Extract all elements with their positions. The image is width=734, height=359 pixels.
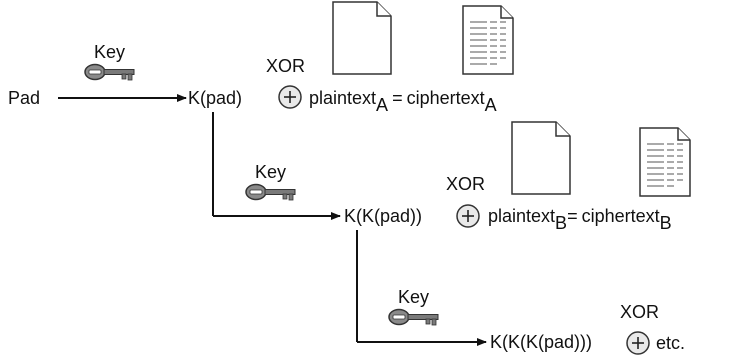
- xor-label-2: XOR: [446, 174, 485, 194]
- key-icon: [84, 63, 135, 81]
- pad-label: Pad: [8, 88, 40, 108]
- text-document-icon: [462, 5, 514, 75]
- text-document-icon: [639, 127, 691, 197]
- xor-label-1: XOR: [266, 56, 305, 76]
- kk-pad-label: K(K(pad)): [344, 206, 422, 226]
- circled-plus-icon: [626, 331, 650, 355]
- etc-label: etc.: [656, 333, 685, 353]
- key-label-1: Key: [94, 42, 125, 62]
- xor-label-3: XOR: [620, 302, 659, 322]
- plaintext-b: plaintextB=ciphertextB: [488, 206, 672, 233]
- key-label-3: Key: [398, 287, 429, 307]
- circled-plus-icon: [278, 85, 302, 109]
- blank-document-icon: [332, 1, 392, 75]
- key-icon: [245, 183, 296, 201]
- kkk-pad-label: K(K(K(pad))): [490, 332, 592, 352]
- key-label-2: Key: [255, 162, 286, 182]
- circled-plus-icon: [456, 204, 480, 228]
- plaintext-a: plaintextA=ciphertextA: [309, 88, 497, 115]
- blank-document-icon: [511, 121, 571, 195]
- key-icon: [388, 308, 439, 326]
- k-pad-label: K(pad): [188, 88, 242, 108]
